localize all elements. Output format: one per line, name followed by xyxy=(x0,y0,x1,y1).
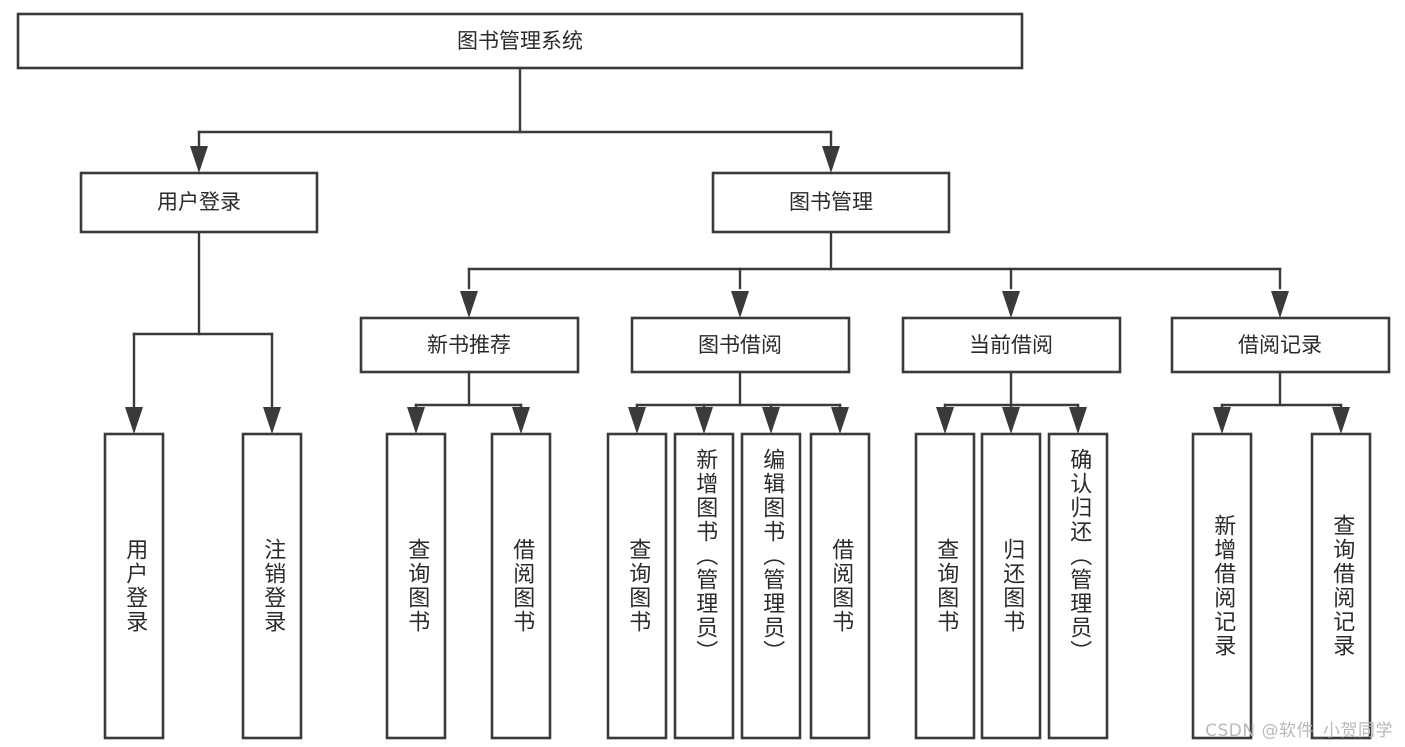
node-book-borrow-label: 图书借阅 xyxy=(698,333,782,357)
leaf-boxes-group xyxy=(103,432,1372,740)
arrow-to-br-leaf2 xyxy=(1332,407,1350,434)
node-current-borrow[interactable]: 当前借阅 xyxy=(901,316,1122,374)
node-borrow-record-box xyxy=(1170,316,1391,374)
leaf-box-br-query-record[interactable] xyxy=(1310,432,1372,740)
arrowheads-group xyxy=(125,146,1350,434)
arrow-to-user-login xyxy=(190,146,208,173)
node-borrow-record-label: 借阅记录 xyxy=(1238,333,1322,357)
arrow-to-bb-leaf2 xyxy=(695,407,713,434)
node-root-label: 图书管理系统 xyxy=(457,29,583,53)
node-new-book-recommend-box xyxy=(359,316,580,374)
arrow-to-nb-leaf2 xyxy=(512,407,530,434)
node-user-login-box xyxy=(79,171,319,234)
node-book-manage[interactable]: 图书管理 xyxy=(711,171,951,234)
arrow-to-current-borrow xyxy=(1002,291,1020,318)
node-user-login-label: 用户登录 xyxy=(157,190,241,214)
leaf-box-bb-borrow-book[interactable] xyxy=(809,432,871,740)
arrow-to-book-borrow xyxy=(731,291,749,318)
leaf-box-cb-query-book[interactable] xyxy=(914,432,976,740)
node-book-manage-box xyxy=(711,171,951,234)
node-borrow-record[interactable]: 借阅记录 xyxy=(1170,316,1391,374)
node-new-book-recommend[interactable]: 新书推荐 xyxy=(359,316,580,374)
node-book-borrow[interactable]: 图书借阅 xyxy=(630,316,851,374)
arrow-to-cb-leaf1 xyxy=(936,407,954,434)
arrow-to-new-book xyxy=(460,291,478,318)
leaf-box-user-login[interactable] xyxy=(103,432,165,740)
arrow-to-bb-leaf4 xyxy=(831,407,849,434)
csdn-watermark: CSDN @软件_小贺同学 xyxy=(1205,721,1393,741)
arrow-to-borrow-record xyxy=(1271,291,1289,318)
leaf-box-bb-edit-book[interactable] xyxy=(740,432,802,740)
arrow-to-bb-leaf1 xyxy=(628,407,646,434)
leaf-box-bb-query-book[interactable] xyxy=(606,432,668,740)
leaf-box-nb-query-book[interactable] xyxy=(385,432,447,740)
leaf-box-nb-borrow-book[interactable] xyxy=(490,432,552,740)
arrow-to-leaf-logout xyxy=(263,407,281,434)
arrow-to-book-manage xyxy=(822,146,840,173)
arrow-to-leaf-user-login xyxy=(125,407,143,434)
arrow-to-cb-leaf3 xyxy=(1069,407,1087,434)
leaf-box-bb-add-book[interactable] xyxy=(673,432,735,740)
node-book-manage-label: 图书管理 xyxy=(789,190,873,214)
node-current-borrow-label: 当前借阅 xyxy=(969,333,1053,357)
leaf-box-cb-return-book[interactable] xyxy=(980,432,1042,740)
leaf-box-cb-confirm-return[interactable] xyxy=(1047,432,1109,740)
arrow-to-bb-leaf3 xyxy=(762,407,780,434)
leaf-box-logout[interactable] xyxy=(241,432,303,740)
node-book-borrow-box xyxy=(630,316,851,374)
node-current-borrow-box xyxy=(901,316,1122,374)
leaf-box-br-add-record[interactable] xyxy=(1191,432,1253,740)
node-new-book-recommend-label: 新书推荐 xyxy=(427,333,511,357)
arrow-to-cb-leaf2 xyxy=(1002,407,1020,434)
node-user-login[interactable]: 用户登录 xyxy=(79,171,319,234)
node-root[interactable]: 图书管理系统 xyxy=(16,12,1024,70)
node-root-box xyxy=(16,12,1024,70)
arrow-to-nb-leaf1 xyxy=(407,407,425,434)
arrow-to-br-leaf1 xyxy=(1213,407,1231,434)
